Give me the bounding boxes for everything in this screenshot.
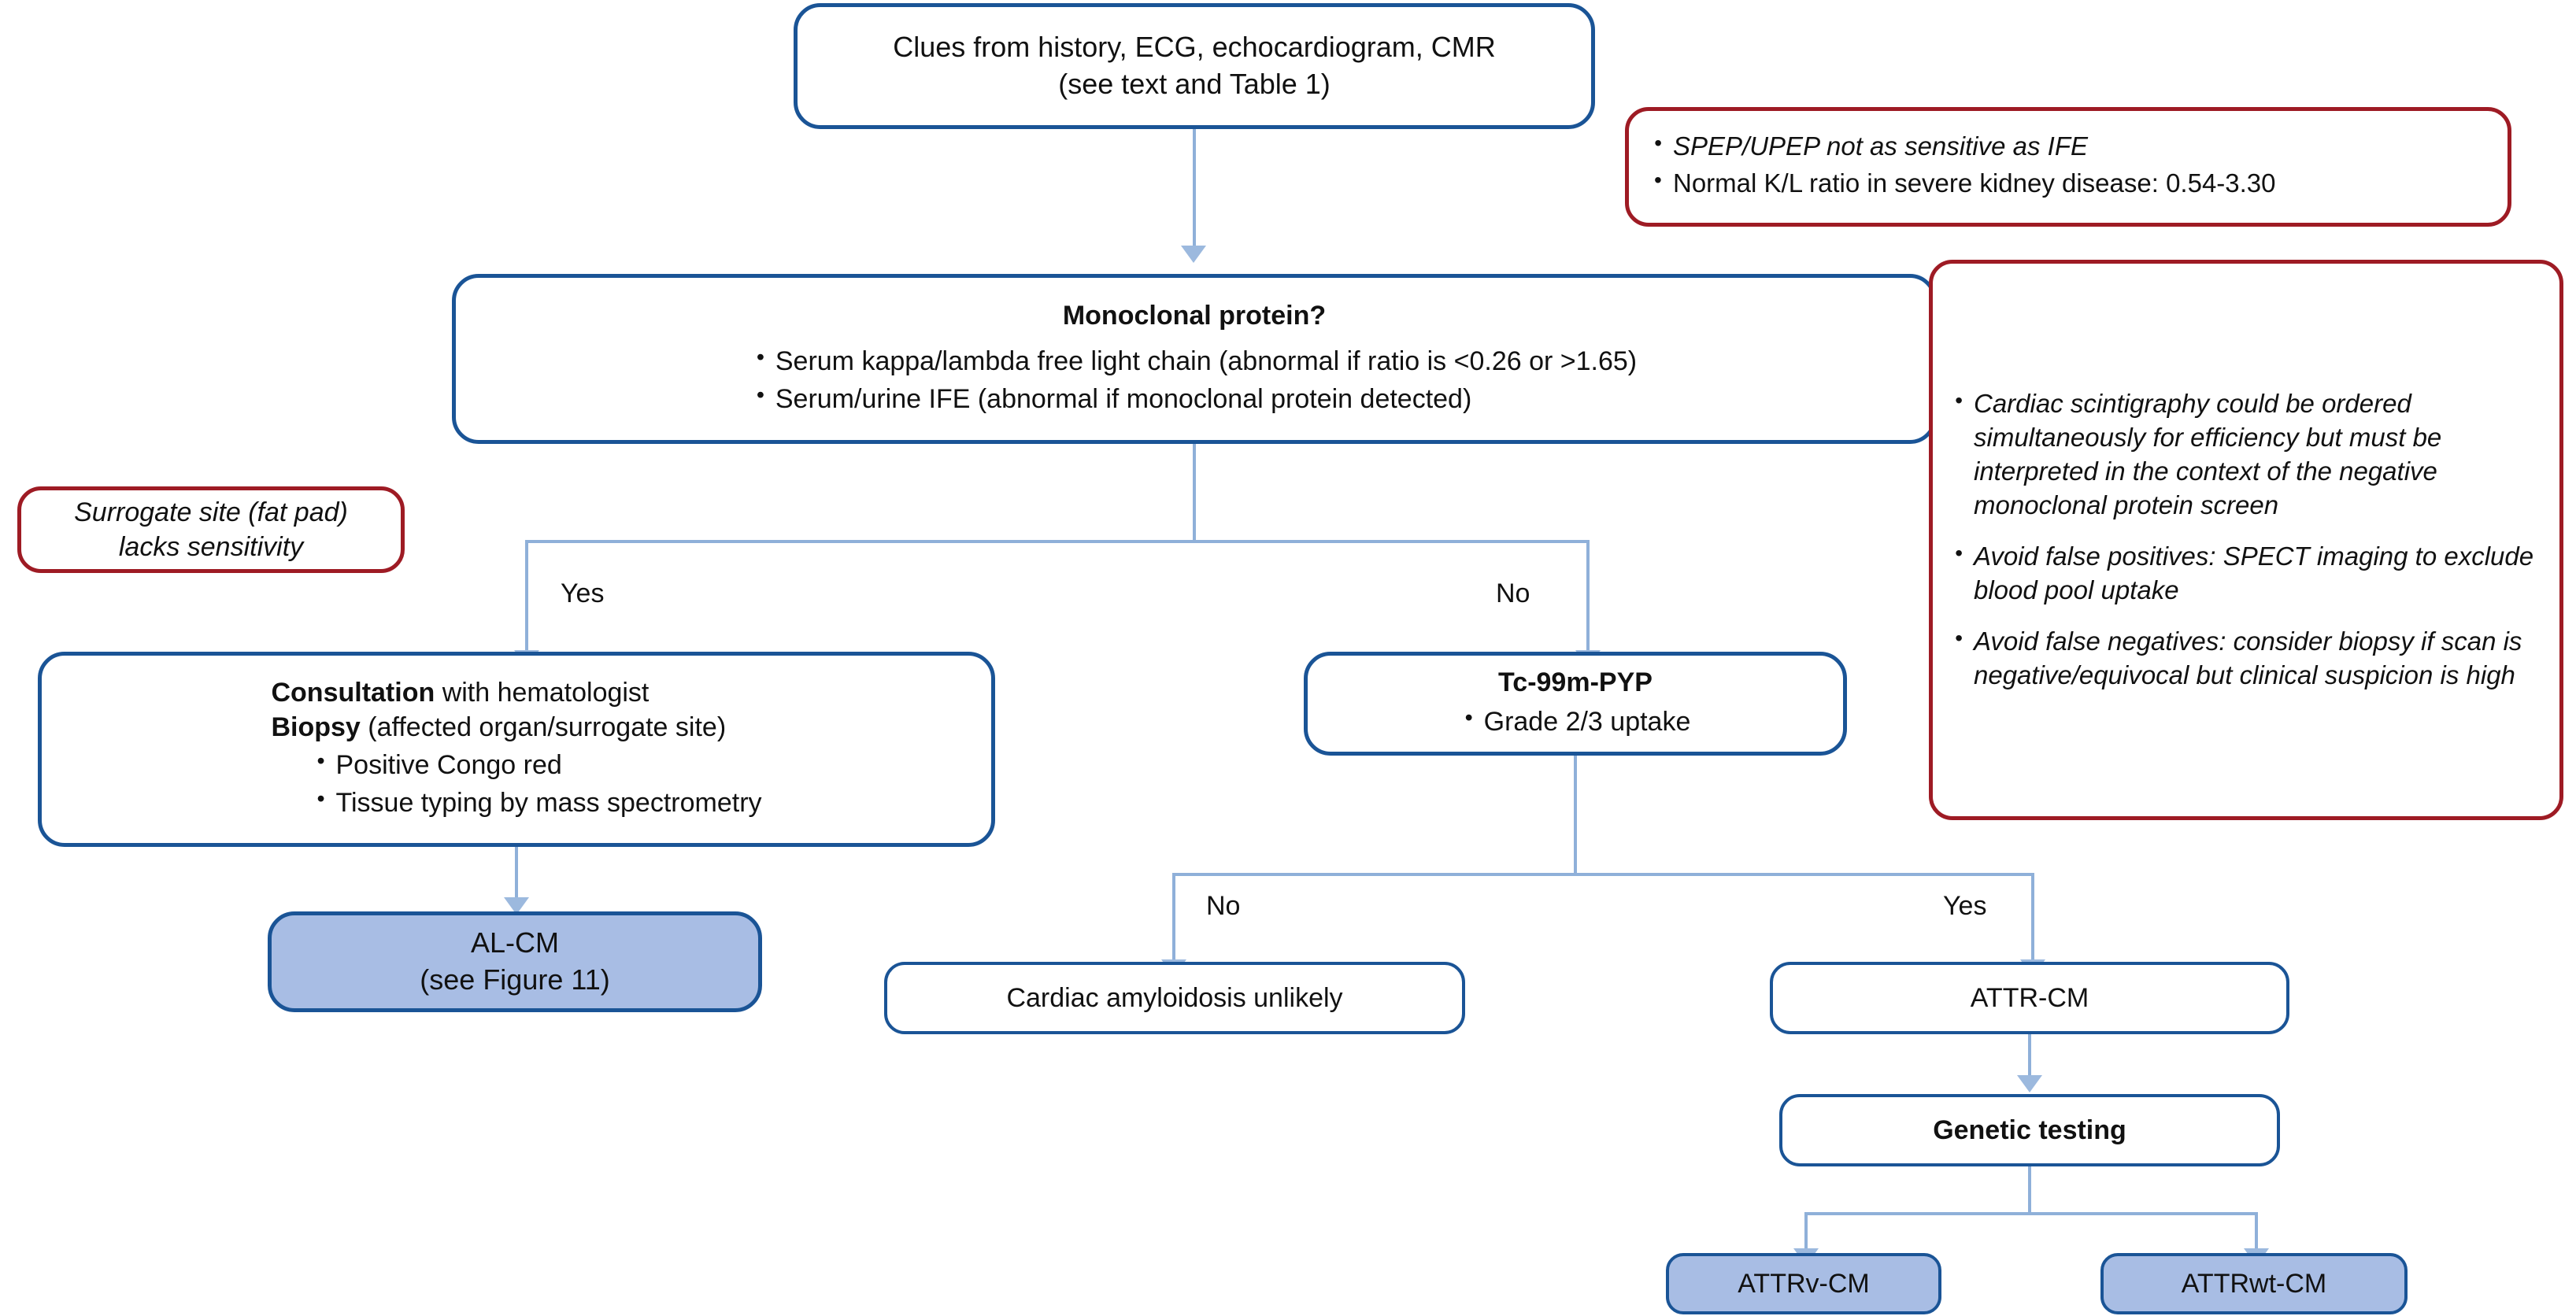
connector-monoclonal-stem bbox=[1193, 444, 1196, 542]
node-tc99m-pyp: Tc-99m-PYP Grade 2/3 uptake bbox=[1304, 652, 1847, 756]
node-cardiac-amyloidosis-unlikely: Cardiac amyloidosis unlikely bbox=[884, 962, 1465, 1034]
node-attrwt-cm: ATTRwt-CM bbox=[2100, 1253, 2408, 1314]
node-consultation-bullet-1: Tissue typing by mass spectrometry bbox=[312, 785, 761, 820]
connector-pyp-no bbox=[1172, 873, 1175, 961]
callout-spep: SPEP/UPEP not as sensitive as IFE Normal… bbox=[1625, 107, 2511, 227]
connector-attrcm-to-genetic bbox=[2028, 1034, 2031, 1077]
node-monoclonal-list: Serum kappa/lambda free light chain (abn… bbox=[752, 343, 1637, 420]
node-consultation-line1-rest: with hematologist bbox=[435, 677, 650, 708]
connector-clues-to-monoclonal bbox=[1193, 129, 1196, 247]
node-attrwt-cm-label: ATTRwt-CM bbox=[2181, 1268, 2327, 1299]
callout-scintigraphy-bullet-2: Avoid false negatives: consider biopsy i… bbox=[1950, 624, 2542, 693]
callout-surrogate-line1: Surrogate site (fat pad) bbox=[74, 497, 348, 527]
connector-genetic-to-attrwt bbox=[2255, 1212, 2258, 1250]
node-consultation-bullet-0: Positive Congo red bbox=[312, 747, 761, 782]
node-consultation-line2: Biopsy (affected organ/surrogate site) bbox=[271, 710, 761, 745]
node-attrv-cm: ATTRv-CM bbox=[1666, 1253, 1941, 1314]
node-al-cm-line1: AL-CM bbox=[470, 926, 559, 959]
node-consultation-line2-bold: Biopsy bbox=[271, 712, 361, 742]
node-attr-cm: ATTR-CM bbox=[1770, 962, 2289, 1034]
edge-label-monoclonal-yes: Yes bbox=[561, 579, 605, 608]
callout-spep-bullet-1: Normal K/L ratio in severe kidney diseas… bbox=[1649, 166, 2487, 201]
node-pyp-list: Grade 2/3 uptake bbox=[1460, 704, 1691, 742]
connector-genetic-split-bar bbox=[1804, 1212, 2258, 1215]
arrowhead-consultation-to-alcm bbox=[504, 897, 529, 915]
connector-pyp-stem bbox=[1574, 756, 1577, 875]
connector-monoclonal-no bbox=[1586, 540, 1590, 652]
arrowhead-attrcm-to-genetic bbox=[2017, 1075, 2042, 1092]
connector-genetic-to-attrv bbox=[1804, 1212, 1808, 1250]
node-monoclonal-bullet-0: Serum kappa/lambda free light chain (abn… bbox=[752, 343, 1637, 379]
arrowhead-clues-to-monoclonal bbox=[1181, 246, 1206, 263]
node-consultation-text-block: Consultation with hematologist Biopsy (a… bbox=[271, 675, 761, 824]
callout-spep-bullet-0: SPEP/UPEP not as sensitive as IFE bbox=[1649, 129, 2487, 164]
connector-genetic-stem bbox=[2028, 1166, 2031, 1214]
node-al-cm: AL-CM (see Figure 11) bbox=[268, 911, 762, 1012]
node-pyp-title: Tc-99m-PYP bbox=[1498, 667, 1653, 697]
edge-label-monoclonal-no: No bbox=[1496, 579, 1530, 608]
connector-pyp-yes bbox=[2031, 873, 2034, 961]
node-consultation-line1: Consultation with hematologist bbox=[271, 675, 761, 710]
connector-pyp-split-bar bbox=[1172, 873, 2034, 876]
node-attr-cm-label: ATTR-CM bbox=[1970, 982, 2089, 1013]
node-consultation-biopsy: Consultation with hematologist Biopsy (a… bbox=[38, 652, 995, 847]
node-al-cm-line2: (see Figure 11) bbox=[420, 963, 610, 996]
callout-scintigraphy-bullet-0: Cardiac scintigraphy could be ordered si… bbox=[1950, 386, 2542, 523]
connector-consultation-to-alcm bbox=[515, 847, 518, 899]
node-clues-line1: Clues from history, ECG, echocardiogram,… bbox=[893, 31, 1496, 64]
callout-surrogate-line2: lacks sensitivity bbox=[118, 532, 304, 562]
node-clues-line2: (see text and Table 1) bbox=[1058, 68, 1331, 100]
edge-label-pyp-no: No bbox=[1206, 891, 1241, 921]
node-attrv-cm-label: ATTRv-CM bbox=[1738, 1268, 1870, 1299]
callout-scintigraphy-bullet-1: Avoid false positives: SPECT imaging to … bbox=[1950, 539, 2542, 608]
node-monoclonal-protein: Monoclonal protein? Serum kappa/lambda f… bbox=[452, 274, 1937, 444]
node-pyp-bullet-0: Grade 2/3 uptake bbox=[1460, 704, 1691, 739]
node-monoclonal-title: Monoclonal protein? bbox=[1062, 300, 1327, 331]
node-consultation-list: Positive Congo red Tissue typing by mass… bbox=[312, 747, 761, 820]
node-consultation-line1-bold: Consultation bbox=[271, 677, 435, 708]
node-clues: Clues from history, ECG, echocardiogram,… bbox=[794, 3, 1595, 129]
node-genetic-testing: Genetic testing bbox=[1779, 1094, 2280, 1166]
callout-spep-list: SPEP/UPEP not as sensitive as IFE Normal… bbox=[1649, 129, 2487, 204]
edge-label-pyp-yes: Yes bbox=[1943, 891, 1987, 921]
connector-monoclonal-split-bar bbox=[525, 540, 1590, 543]
node-genetic-testing-label: Genetic testing bbox=[1933, 1115, 2126, 1145]
callout-scintigraphy: Cardiac scintigraphy could be ordered si… bbox=[1929, 260, 2563, 820]
node-unlikely-label: Cardiac amyloidosis unlikely bbox=[1006, 982, 1343, 1013]
node-consultation-line2-rest: (affected organ/surrogate site) bbox=[360, 712, 727, 742]
node-monoclonal-bullet-1: Serum/urine IFE (abnormal if monoclonal … bbox=[752, 381, 1637, 416]
connector-monoclonal-yes bbox=[525, 540, 528, 652]
callout-scintigraphy-list: Cardiac scintigraphy could be ordered si… bbox=[1950, 386, 2542, 693]
callout-surrogate-site: Surrogate site (fat pad) lacks sensitivi… bbox=[17, 486, 405, 573]
